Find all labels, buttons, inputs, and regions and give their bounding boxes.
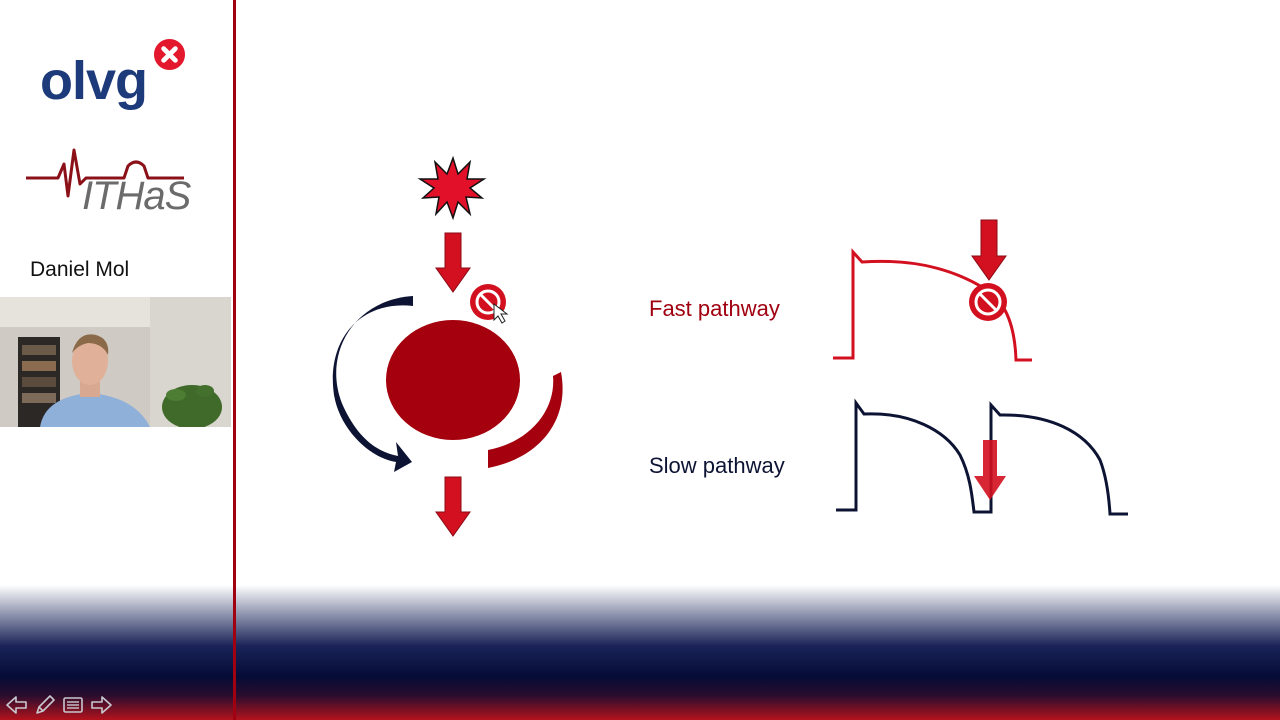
down-arrow-top-icon	[435, 232, 471, 293]
speaker-name: Daniel Mol	[30, 258, 130, 281]
previous-slide-button[interactable]	[4, 692, 30, 718]
navy-reentry-arrow-icon	[332, 296, 413, 472]
slide-menu-button[interactable]	[60, 692, 86, 718]
block-icon-fast-pathway	[969, 283, 1007, 321]
presentation-controls	[4, 692, 116, 718]
arrow-right-icon	[91, 696, 112, 714]
presenter-sidebar: olvg ITHaS Daniel Mol	[0, 0, 233, 720]
down-arrow-bottom-icon	[435, 476, 471, 537]
fast-pathway-label: Fast pathway	[649, 296, 780, 321]
next-slide-button[interactable]	[88, 692, 114, 718]
arrow-left-icon	[6, 696, 27, 714]
slide-footer-band	[0, 585, 1280, 720]
slow-pathway-label: Slow pathway	[649, 453, 785, 478]
slow-pathway-arrow-icon	[974, 440, 1006, 500]
pen-tool-button[interactable]	[32, 692, 58, 718]
ithas-logo: ITHaS	[24, 146, 191, 226]
olvg-cross-icon	[153, 38, 186, 71]
ecg-line-icon	[26, 148, 184, 198]
red-reentry-arc-icon	[488, 372, 563, 468]
olvg-logo: olvg	[38, 36, 193, 126]
olvg-logo-text: olvg	[40, 51, 148, 111]
slide-area: Fast pathway Slow pathway	[236, 0, 1280, 720]
slow-pathway-waveform	[836, 398, 1128, 516]
premature-beat-star-icon	[417, 155, 487, 221]
fast-pathway-waveform	[833, 248, 1032, 362]
menu-icon	[63, 697, 83, 713]
webcam-video	[0, 297, 231, 427]
mouse-cursor-icon	[493, 302, 509, 324]
footer-divider	[233, 585, 236, 720]
pathway-diagram	[332, 155, 1128, 537]
ithas-logo-text: ITHaS	[82, 174, 191, 218]
fast-pathway-arrow-icon	[971, 219, 1007, 281]
av-node-circle	[386, 320, 520, 440]
sidebar-divider	[233, 0, 236, 720]
pen-icon	[36, 695, 55, 714]
